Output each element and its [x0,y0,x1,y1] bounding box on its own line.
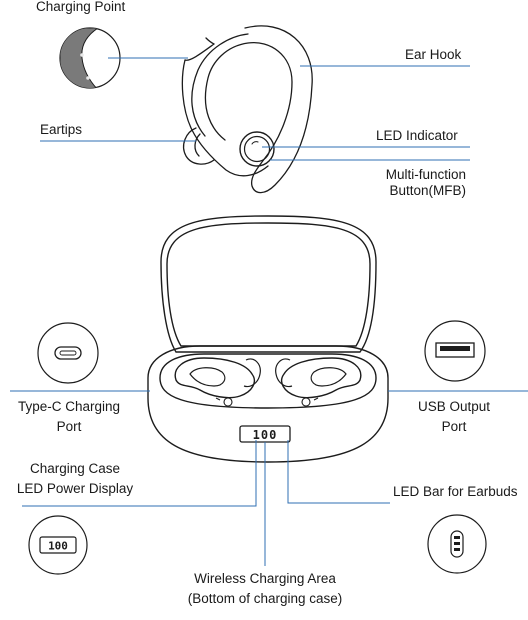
label-wireless-line2: (Bottom of charging case) [187,591,343,606]
typec-port-callout [37,322,99,384]
label-mfb-line2: Button(MFB) [389,183,466,198]
usb-port-callout [424,320,486,382]
label-led-indicator: LED Indicator [376,128,458,143]
charging-point-callout [59,27,121,89]
label-typec-line2: Port [56,419,82,434]
label-case-display-line2: LED Power Display [16,481,134,496]
label-ear-hook: Ear Hook [405,47,462,62]
label-led-bar: LED Bar for Earbuds [393,484,518,499]
label-charging-point: Charging Point [36,0,126,14]
led-bar-callout [427,514,487,574]
charging-case-illustration [147,215,389,463]
label-wireless-line1: Wireless Charging Area [194,571,336,586]
label-usb-line1: USB Output [417,399,491,414]
leader-lines [10,57,528,566]
label-case-display-line1: Charging Case [29,461,121,476]
led-power-display-callout: 100 [28,515,88,575]
case-display-readout: 100 [253,428,278,442]
callout-display-readout: 100 [48,540,68,553]
label-typec-line1: Type-C Charging [17,399,121,414]
label-mfb-line1: Multi-function [385,167,466,182]
earbud-illustration [181,25,313,194]
label-usb-line2: Port [441,419,467,434]
case-led-display: 100 [239,425,291,443]
label-eartips: Eartips [40,122,83,137]
